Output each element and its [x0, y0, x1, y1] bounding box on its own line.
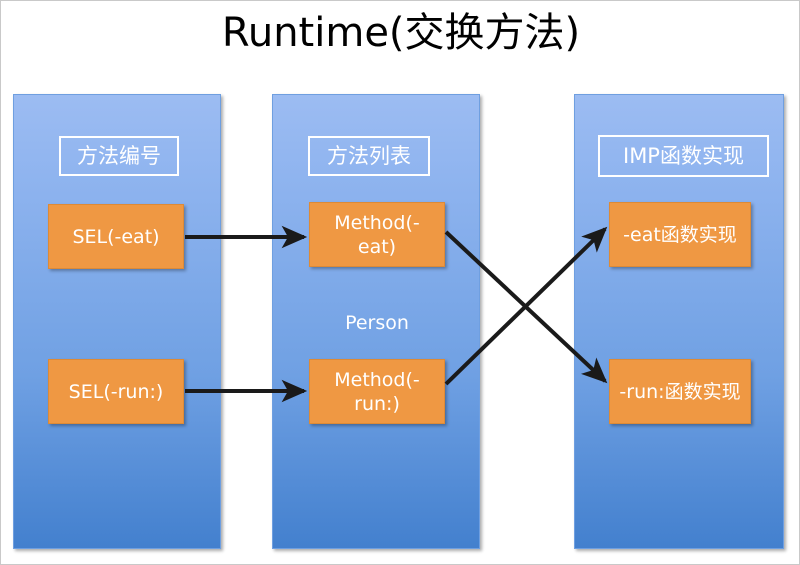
column-sel: [13, 94, 221, 549]
column-header-method-list: 方法列表: [308, 136, 430, 176]
column-imp: [574, 94, 784, 549]
column-header-sel: 方法编号: [59, 136, 179, 176]
node-imp-run[interactable]: -run:函数实现: [609, 359, 751, 424]
node-method-eat[interactable]: Method(-eat): [309, 202, 445, 267]
node-method-run[interactable]: Method(-run:): [309, 359, 445, 424]
person-caption: Person: [345, 312, 409, 334]
column-header-imp: IMP函数实现: [598, 135, 769, 177]
node-sel-eat[interactable]: SEL(-eat): [48, 204, 184, 269]
page-title: Runtime(交换方法): [221, 10, 581, 56]
node-sel-run[interactable]: SEL(-run:): [48, 359, 184, 424]
node-imp-eat[interactable]: -eat函数实现: [609, 202, 751, 267]
